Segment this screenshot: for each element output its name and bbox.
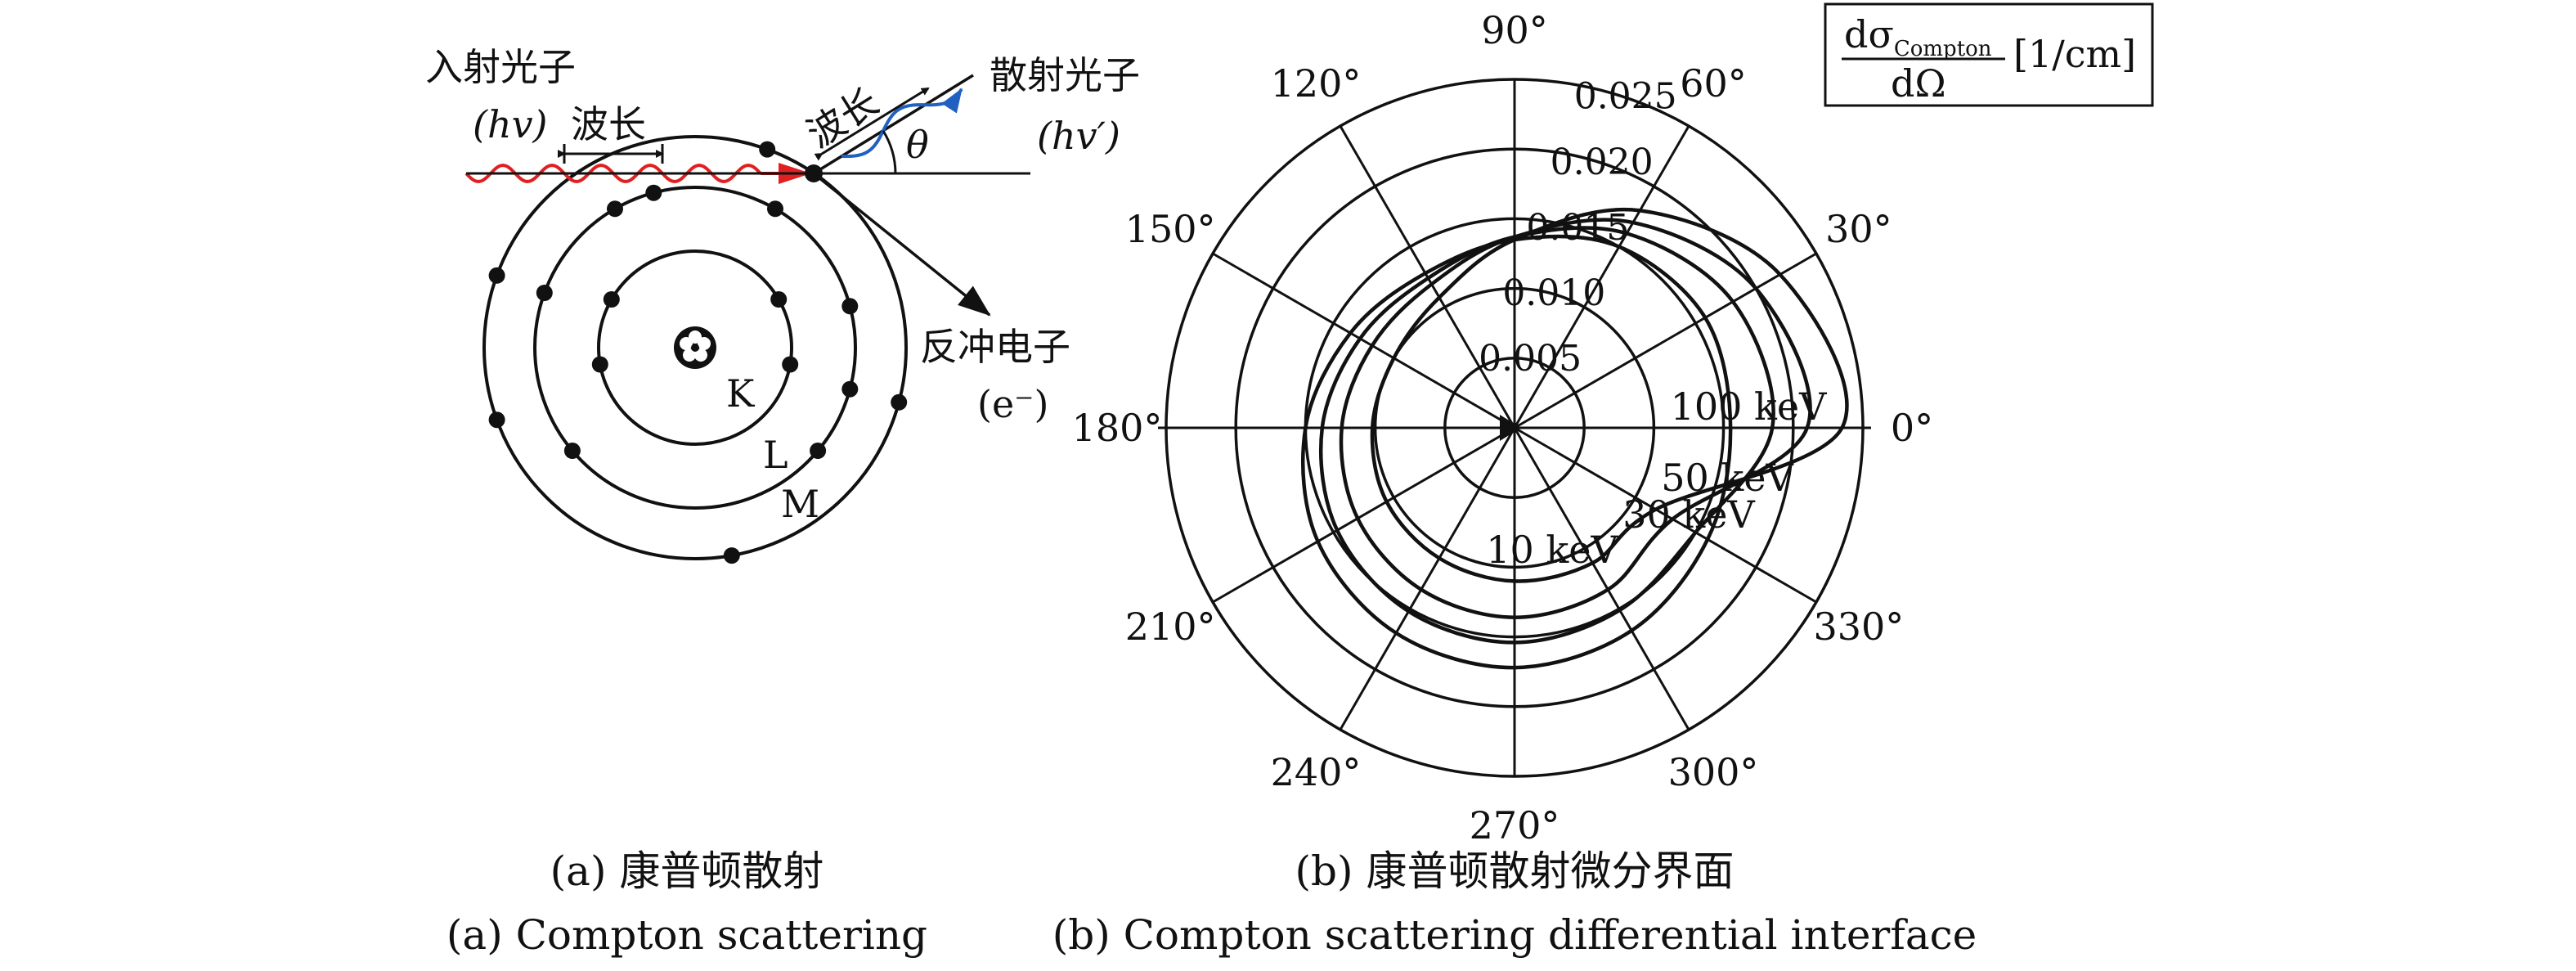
scattered-energy-label: (hv′) bbox=[1037, 114, 1120, 158]
electron-dot-3 bbox=[770, 291, 788, 308]
polar-curve-50-kev bbox=[1339, 218, 1812, 619]
radial-tick-label-1: 0.010 bbox=[1502, 272, 1605, 314]
energy-label-10-kev: 10 keV bbox=[1486, 528, 1618, 572]
angle-label-300: 300° bbox=[1668, 750, 1759, 794]
angle-label-30: 30° bbox=[1825, 207, 1892, 251]
angle-label-180: 180° bbox=[1072, 406, 1163, 450]
caption-b-en: (b) Compton scattering differential inte… bbox=[1052, 911, 1977, 959]
electron-dot-13 bbox=[723, 547, 740, 564]
incident-energy-label: (hv) bbox=[473, 102, 548, 146]
angle-label-90: 90° bbox=[1481, 8, 1548, 52]
angle-label-270: 270° bbox=[1470, 803, 1560, 847]
angle-spoke-30 bbox=[1514, 252, 1817, 429]
angle-label-120: 120° bbox=[1271, 61, 1362, 106]
electron-dot-4 bbox=[767, 200, 783, 218]
polar-curve-10-kev bbox=[1301, 234, 1733, 670]
radial-tick-label-0: 0.005 bbox=[1479, 338, 1582, 380]
angle-label-0: 0° bbox=[1891, 406, 1933, 450]
polar-curve-30-kev bbox=[1318, 226, 1775, 645]
electron-dot-8 bbox=[563, 443, 581, 459]
electron-dot-10 bbox=[607, 200, 623, 218]
angle-label-240: 240° bbox=[1271, 750, 1362, 794]
formula-unit: [1/cm] bbox=[2013, 32, 2136, 76]
polar-labels: 0° 30° 60° 90° 120° 150° 180° 210° 240° 270° 300° 3… bbox=[1072, 8, 1934, 847]
angle-spoke-150 bbox=[1212, 252, 1515, 429]
differential-cross-section-polar-chart: 0° 30° 60° 90° 120° 150° 180° 210° 240° 270° 300° 3… bbox=[1052, 2, 2154, 959]
caption-a-cn: (a) 康普顿散射 bbox=[550, 847, 824, 895]
energy-label-50-kev: 50 keV bbox=[1661, 456, 1793, 500]
caption-a-en: (a) Compton scattering bbox=[447, 911, 927, 959]
radial-tick-label-3: 0.020 bbox=[1551, 142, 1654, 183]
scattered-photon-label: 散射光子 bbox=[990, 53, 1140, 97]
angle-spoke-60 bbox=[1513, 125, 1690, 429]
caption-b-cn: (b) 康普顿散射微分界面 bbox=[1295, 847, 1735, 895]
shell-l-orbit bbox=[533, 186, 857, 510]
formula-denominator: dΩ bbox=[1891, 61, 1946, 106]
polar-grid bbox=[1158, 78, 1871, 778]
electron-dot-12 bbox=[891, 393, 908, 411]
electron-dot-16 bbox=[759, 141, 776, 158]
recoil-electron-label: 反冲电子 bbox=[920, 325, 1070, 369]
nucleus bbox=[674, 326, 716, 369]
incident-wavelength-label: 波长 bbox=[571, 102, 646, 146]
orbital-electrons bbox=[488, 141, 908, 564]
angle-label-330: 330° bbox=[1813, 605, 1904, 649]
angle-spoke-240 bbox=[1339, 427, 1516, 730]
scattering-angle-arc bbox=[882, 130, 897, 174]
recoil-electron-arrow bbox=[812, 172, 991, 317]
origin-arrowhead bbox=[1500, 415, 1521, 441]
svg-text:dσCompton: dσCompton bbox=[1844, 12, 1992, 61]
formula-numerator: dσ bbox=[1844, 12, 1894, 56]
shell-m-orbit bbox=[482, 135, 908, 560]
electron-dot-6 bbox=[841, 380, 859, 398]
angle-label-150: 150° bbox=[1125, 207, 1216, 251]
formula-subscript: Compton bbox=[1894, 37, 1992, 61]
formula-box: dσCompton dΩ [1/cm] bbox=[1824, 2, 2154, 107]
shell-m-label: M bbox=[781, 482, 819, 526]
electron-dot-9 bbox=[536, 285, 553, 301]
electron-dot-7 bbox=[810, 443, 827, 459]
electron-dot-0 bbox=[782, 356, 799, 373]
energy-label-100-kev: 100 keV bbox=[1671, 384, 1828, 429]
angle-spoke-210 bbox=[1212, 426, 1515, 604]
shell-l-label: L bbox=[763, 433, 788, 477]
angle-label: θ bbox=[906, 123, 929, 167]
incident-photon-label: 入射光子 bbox=[425, 45, 576, 89]
angle-label-60: 60° bbox=[1680, 61, 1747, 106]
polar-curve-100-kev bbox=[1370, 208, 1849, 583]
electron-dot-1 bbox=[591, 356, 608, 373]
angle-label-210: 210° bbox=[1125, 605, 1216, 649]
angle-spoke-300 bbox=[1513, 427, 1690, 730]
electron-dot-15 bbox=[488, 267, 505, 284]
radial-tick-label-4: 0.025 bbox=[1574, 76, 1677, 118]
electron-dot-5 bbox=[841, 298, 859, 315]
electron-dot-2 bbox=[603, 291, 620, 308]
electron-symbol-label: (e⁻) bbox=[977, 382, 1048, 426]
scattered-wavelength-marker bbox=[814, 87, 930, 161]
polar-curves bbox=[1301, 208, 1849, 670]
electron-dot-14 bbox=[488, 411, 505, 429]
electron-dot-11 bbox=[645, 184, 662, 201]
shell-k-orbit bbox=[597, 249, 793, 446]
radial-tick-label-2: 0.015 bbox=[1526, 207, 1629, 249]
energy-label-30-kev: 30 keV bbox=[1622, 492, 1755, 537]
shell-k-label: K bbox=[726, 371, 756, 416]
angle-spoke-330 bbox=[1514, 426, 1817, 604]
compton-scattering-diagram: 入射光子 (hv) 波长 波长 散射光子 (hv′) θ 反冲电子 (e⁻) K… bbox=[425, 45, 1140, 959]
